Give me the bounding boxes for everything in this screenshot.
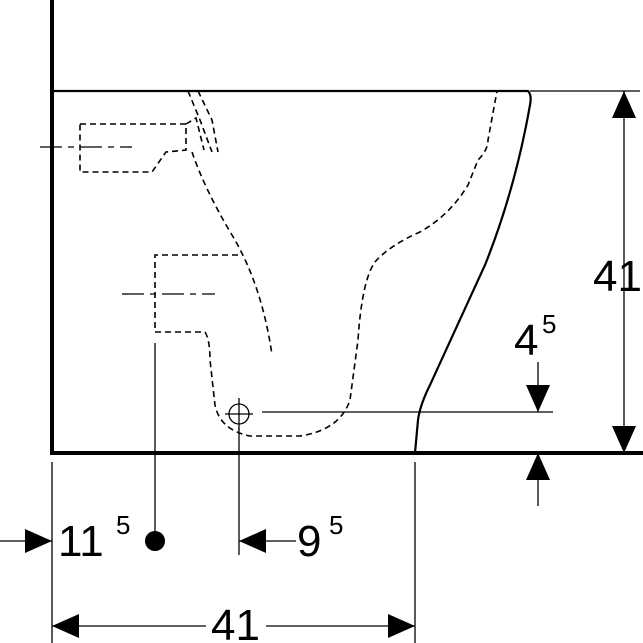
outlet-pipe bbox=[154, 90, 498, 437]
svg-text:9: 9 bbox=[297, 517, 321, 566]
outlet-offset-label: 9 5 bbox=[297, 510, 343, 566]
depth-label-bg bbox=[206, 600, 266, 643]
svg-text:4: 4 bbox=[514, 316, 538, 365]
depth-arrow-left bbox=[52, 614, 79, 638]
svg-text:11: 11 bbox=[58, 517, 104, 566]
height-arrow-top bbox=[612, 91, 636, 118]
outlet-height-arrow-down bbox=[526, 385, 550, 412]
inlet-point-dot bbox=[145, 531, 165, 551]
bowl-outline bbox=[52, 89, 532, 454]
outlet-offset-arrow bbox=[239, 529, 266, 553]
height-arrow-bottom bbox=[612, 426, 636, 453]
svg-text:41: 41 bbox=[211, 601, 260, 643]
flush-channel bbox=[185, 90, 219, 153]
svg-text:5: 5 bbox=[329, 510, 343, 540]
svg-text:41: 41 bbox=[593, 252, 642, 301]
trap-inner bbox=[191, 151, 273, 356]
inlet-offset-label: 11 5 bbox=[58, 510, 130, 566]
depth-label: 41 bbox=[211, 601, 260, 643]
inlet-connector bbox=[79, 123, 187, 173]
depth-arrow-right bbox=[388, 614, 415, 638]
outlet-height-label: 4 5 bbox=[514, 309, 556, 365]
svg-text:5: 5 bbox=[542, 309, 556, 339]
height-label: 41 bbox=[593, 252, 642, 301]
svg-text:5: 5 bbox=[116, 510, 130, 540]
inlet-offset-arrow bbox=[25, 529, 52, 553]
outlet-height-arrow-up bbox=[526, 453, 550, 480]
